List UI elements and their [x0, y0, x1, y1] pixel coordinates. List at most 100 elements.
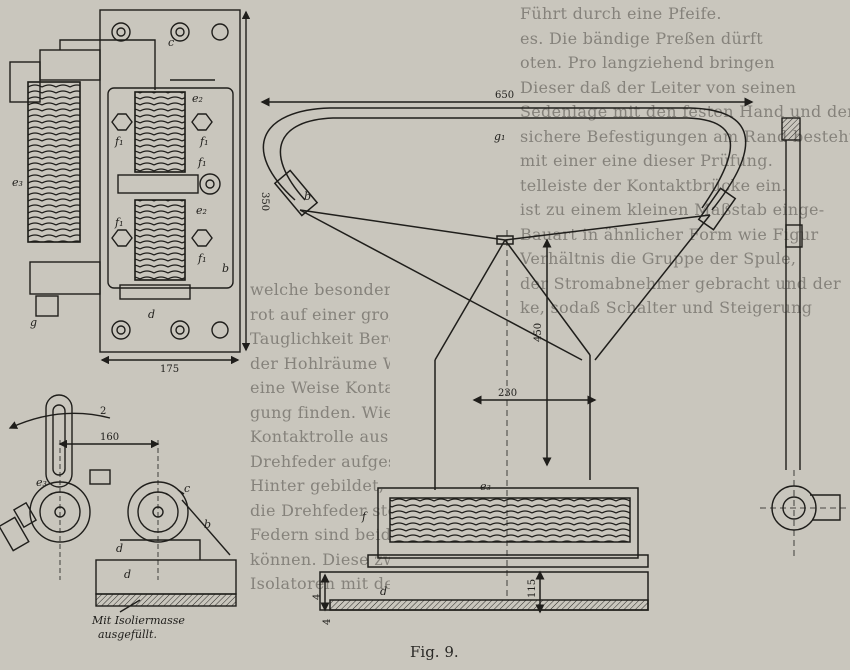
label-e2-b: e₂ — [196, 204, 207, 217]
note-line-2: ausgefüllt. — [98, 628, 157, 641]
rod-eye-arm — [810, 494, 841, 521]
base-frame — [367, 554, 649, 568]
dim-label-arrow: 2 — [100, 406, 106, 417]
label-f-right: f₁ — [197, 156, 206, 169]
top-view — [9, 9, 251, 365]
rod-clamp — [785, 224, 803, 248]
label-f1-b: f₁ — [199, 135, 208, 148]
label-e3-side: e₃ — [36, 476, 47, 489]
diagonal-left — [299, 209, 583, 361]
clamp-bottom-left — [29, 261, 101, 295]
background-line: Federn sind beide — [250, 525, 390, 544]
label-d2-side: d — [116, 542, 123, 555]
background-line: Drehfeder aufgestellt, mit der — [250, 451, 390, 471]
dim-label-450: 450 — [533, 323, 544, 342]
label-e3-bow: e₃ — [480, 480, 491, 493]
label-c-side: c — [184, 482, 190, 495]
mounting-hole-icon — [111, 22, 229, 340]
roller-left — [29, 481, 91, 543]
clamp-top-left — [39, 49, 101, 81]
leader-note — [119, 599, 141, 613]
lever-arm — [45, 394, 73, 488]
background-line: sichere Befestigungen am Rand besteht, — [520, 126, 850, 146]
background-line: der Stromabnehmer gebracht und der — [520, 273, 841, 293]
background-line: der Hohlräume Wasserfall. Die — [250, 353, 390, 373]
background-line: gung finden. Wie Figur zeigt — [250, 402, 390, 422]
label-g1: g₁ — [494, 130, 505, 143]
label-f-bow: f — [361, 510, 368, 523]
figure-caption: Fig. 9. — [410, 643, 459, 661]
brace-clamp — [496, 235, 514, 245]
rotation-arrow — [8, 412, 111, 429]
bolt-left — [12, 501, 38, 529]
label-e3: e₃ — [12, 176, 23, 189]
insulating-layer — [329, 599, 649, 611]
dim-label-plate: 4 — [312, 594, 323, 600]
leader-c — [177, 489, 185, 495]
rod-top-cap — [781, 117, 801, 141]
dim-label-175: 175 — [160, 364, 179, 375]
coil-spring-bottom-outline — [134, 199, 186, 281]
label-e2: e₂ — [192, 92, 203, 105]
bow-loop-outer — [262, 107, 747, 211]
label-b: b — [222, 262, 229, 275]
background-line: mit einer eine dieser Prüfung. — [520, 151, 774, 170]
dim-label-leg: 4 — [322, 619, 333, 625]
insulation-fill — [95, 593, 237, 607]
coil-spring-top-outline — [134, 91, 186, 173]
clamp-bottom-right — [119, 284, 191, 300]
background-line: oten. Pro langziehend bringen — [520, 53, 775, 72]
coil-spring-bottom — [134, 199, 186, 281]
base-plate-outline — [99, 9, 241, 353]
background-line: welche besonders bei — [250, 280, 390, 299]
background-line: Sedenlage mit den festen Hand und den — [520, 102, 850, 121]
diagonal-right — [594, 214, 711, 361]
dim-label-230: 230 — [498, 388, 517, 399]
label-d-bow: d — [380, 585, 387, 598]
label-f1-c: f₁ — [114, 216, 123, 229]
background-line: Verhältnis die Gruppe der Spule, — [520, 249, 797, 268]
clamp-foot-left — [35, 295, 59, 317]
crossbar — [117, 174, 199, 194]
background-line: Führt durch eine Pfeife. — [520, 4, 722, 23]
side-view-labels: c b e₃ d d 160 2 Mit Isoliermasse ausgef… — [36, 406, 211, 641]
base-block — [95, 559, 237, 595]
background-text-bottom: welche besonders bei rot auf einer große… — [250, 278, 390, 648]
bolt-top — [89, 469, 111, 485]
background-line: Kontaktrolle aus einem leitenden — [250, 427, 390, 446]
side-view — [0, 394, 237, 613]
inner-bracket — [107, 87, 234, 289]
background-text-top-tail: ke, sodaß Schalter und Steigerung — [520, 296, 850, 322]
label-d: d — [148, 308, 155, 321]
dim-label-350: 350 — [259, 192, 270, 211]
label-c: c — [168, 36, 174, 49]
roller-right — [127, 481, 189, 543]
label-f1-a: f₁ — [114, 135, 123, 148]
label-g: g — [30, 316, 37, 329]
base-spring — [389, 497, 631, 543]
background-line: die Drehfeder stellen, die — [250, 500, 390, 520]
background-line: Dieser daß der Leiter von seinen — [520, 77, 797, 97]
dim-label-160: 160 — [100, 432, 119, 443]
background-line: ist zu einem kleinen Maßstab einge- — [520, 200, 825, 219]
coil-spring-top — [134, 91, 186, 173]
label-b-bow: b — [304, 190, 311, 203]
wire-top — [59, 39, 156, 90]
background-line: Tauglichkeit Bergwerke und — [250, 329, 390, 348]
leader-b — [181, 499, 231, 556]
dim-label-115: 115 — [527, 579, 538, 598]
bracket-d — [120, 539, 201, 560]
base-assembly — [377, 487, 639, 559]
insulator-right — [697, 187, 737, 231]
bow-loop-inner — [279, 117, 732, 209]
top-view-labels: c e₂ e₃ f₁ f₁ f₁ f₁ e₂ f₁ b d g 175 350 — [12, 36, 270, 375]
insulator-left — [273, 169, 319, 217]
hex-nut-icon — [111, 113, 213, 247]
background-line: Hinter gebildet, deren Federung — [250, 476, 390, 495]
clamp-end-left — [9, 61, 41, 103]
background-line: es. Die bändige Preßen dürft — [520, 28, 763, 48]
label-d-side: d — [124, 568, 131, 581]
background-line: eine Weise Kontaktsicherung im — [250, 378, 390, 397]
background-line: rot auf einer großen Durchfüh- — [250, 304, 390, 324]
